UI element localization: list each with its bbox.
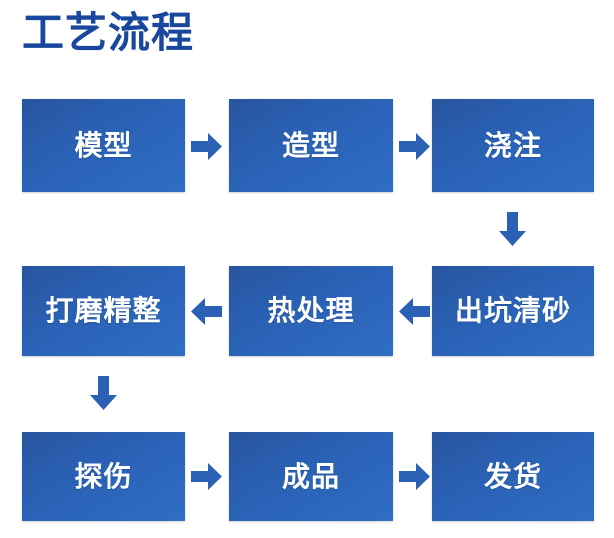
node-label: 发货: [483, 459, 542, 493]
node-label: 打磨精整: [45, 294, 162, 327]
page-title: 工艺流程: [22, 8, 195, 57]
arrow-jiaozhu-to-chukengqingsha: [499, 212, 526, 246]
arrow-tanshang-to-chengpin: [191, 463, 222, 490]
node-label: 浇注: [483, 128, 542, 162]
node-chengpin[interactable]: 成品: [229, 432, 393, 521]
arrow-moxing-to-zaoxing: [191, 133, 222, 160]
arrow-damojingzheng-to-tanshang: [90, 376, 117, 410]
node-label: 出坑清砂: [454, 294, 571, 327]
node-label: 成品: [281, 459, 340, 493]
node-moxing[interactable]: 模型: [22, 99, 185, 192]
node-fahuo[interactable]: 发货: [432, 432, 594, 521]
node-label: 热处理: [267, 294, 355, 327]
node-jiaozhu[interactable]: 浇注: [432, 99, 594, 192]
arrow-chukengqingsha-to-rechuli: [399, 298, 430, 325]
node-label: 造型: [281, 128, 340, 162]
arrow-chengpin-to-fahuo: [399, 463, 430, 490]
node-label: 模型: [74, 128, 133, 162]
node-label: 探伤: [74, 459, 133, 493]
node-zaoxing[interactable]: 造型: [229, 99, 393, 192]
node-tanshang[interactable]: 探伤: [22, 432, 185, 521]
node-damojingzheng[interactable]: 打磨精整: [22, 266, 185, 356]
arrow-rechuli-to-damojingzheng: [191, 298, 222, 325]
node-rechuli[interactable]: 热处理: [229, 266, 393, 356]
arrow-zaoxing-to-jiaozhu: [399, 133, 430, 160]
node-chukengqingsha[interactable]: 出坑清砂: [432, 266, 594, 356]
